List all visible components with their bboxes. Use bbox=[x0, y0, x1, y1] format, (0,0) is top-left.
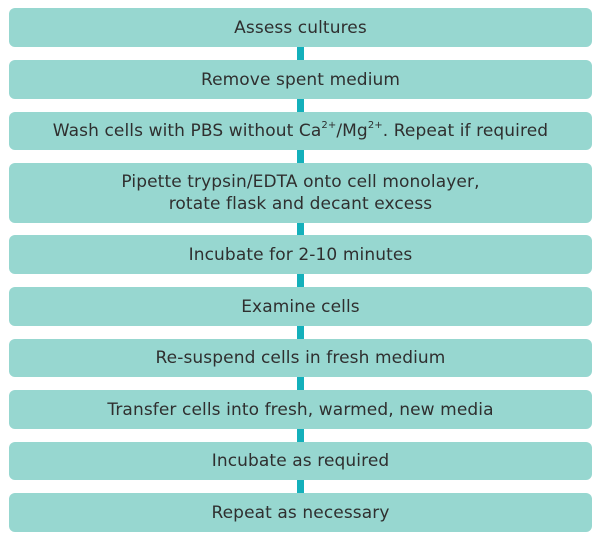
connector bbox=[297, 223, 304, 235]
step-assess-cultures: Assess cultures bbox=[9, 8, 592, 47]
step-label-line: Pipette trypsin/EDTA onto cell monolayer… bbox=[121, 172, 480, 192]
connector bbox=[297, 150, 304, 163]
connector bbox=[297, 377, 304, 390]
connector bbox=[297, 274, 304, 287]
step-repeat-as-necessary: Repeat as necessary bbox=[9, 493, 592, 532]
step-wash-cells: Wash cells with PBS without Ca2+/Mg2+. R… bbox=[9, 112, 592, 150]
step-transfer-cells: Transfer cells into fresh, warmed, new m… bbox=[9, 390, 592, 429]
step-label: Incubate as required bbox=[211, 451, 390, 471]
step-label: Repeat as necessary bbox=[211, 502, 390, 523]
connector bbox=[297, 326, 304, 339]
step-label: Pipette trypsin/EDTA onto cell monolayer… bbox=[111, 171, 489, 215]
step-label-part: Wash cells with PBS without Ca bbox=[52, 121, 322, 141]
step-label: Assess cultures bbox=[234, 17, 367, 38]
step-pipette-trypsin: Pipette trypsin/EDTA onto cell monolayer… bbox=[9, 163, 592, 223]
step-remove-spent-medium: Remove spent medium bbox=[9, 60, 592, 99]
step-incubate-as-required: Incubate as required bbox=[9, 442, 592, 480]
step-label: Examine cells bbox=[241, 296, 360, 317]
step-re-suspend-cells: Re-suspend cells in fresh medium bbox=[9, 339, 592, 377]
connector bbox=[297, 99, 304, 112]
step-label-part: . Repeat if required bbox=[382, 121, 549, 141]
step-label: Incubate for 2-10 minutes bbox=[188, 244, 413, 265]
step-incubate-2-10-minutes: Incubate for 2-10 minutes bbox=[9, 235, 592, 274]
connector bbox=[297, 429, 304, 442]
superscript-charge: 2+ bbox=[321, 120, 337, 132]
step-label-line: rotate flask and decant excess bbox=[168, 194, 433, 214]
step-label: Remove spent medium bbox=[200, 69, 401, 90]
step-label: Transfer cells into fresh, warmed, new m… bbox=[107, 399, 494, 420]
step-label: Re-suspend cells in fresh medium bbox=[155, 348, 446, 368]
step-examine-cells: Examine cells bbox=[9, 287, 592, 326]
superscript-charge: 2+ bbox=[367, 120, 383, 132]
step-label: Wash cells with PBS without Ca2+/Mg2+. R… bbox=[43, 120, 558, 142]
connector bbox=[297, 47, 304, 60]
step-label-part: /Mg bbox=[336, 121, 368, 141]
connector bbox=[297, 480, 304, 493]
